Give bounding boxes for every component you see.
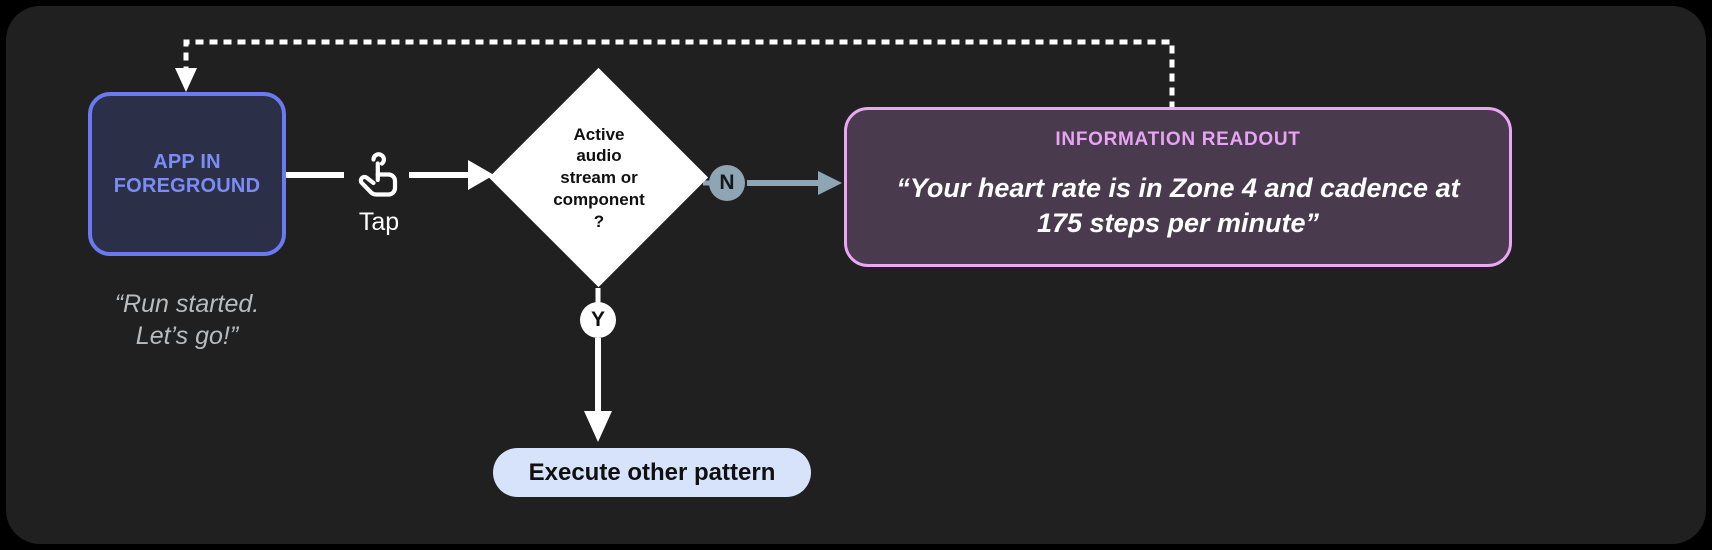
branch-badge-yes: Y (580, 302, 616, 338)
decision-line-5: ? (593, 211, 605, 231)
decision-label: Active audio stream or component ? (490, 69, 708, 287)
arrowhead-yes-to-execute (584, 411, 612, 442)
information-readout-title: INFORMATION READOUT (1055, 128, 1301, 150)
decision-line-1: Active (573, 124, 625, 144)
tap-gesture-icon (358, 152, 398, 197)
node-app-in-foreground[interactable]: APP IN FOREGROUND (88, 92, 286, 256)
node-decision-audio-stream[interactable]: Active audio stream or component ? (488, 67, 709, 288)
decision-line-2: audio (576, 146, 622, 166)
information-readout-body: “Your heart rate is in Zone 4 and cadenc… (874, 171, 1481, 241)
app-foreground-caption: “Run started. Let’s go!” (58, 288, 316, 352)
connector-layer (175, 39, 1175, 442)
app-in-foreground-label: APP IN FOREGROUND (113, 150, 261, 197)
readout-body-line-1: “Your heart rate is in Zone 4 and cadenc… (896, 172, 1460, 203)
node-execute-other-pattern[interactable]: Execute other pattern (493, 448, 811, 497)
tap-gesture-label: Tap (358, 208, 400, 236)
arrowhead-no-to-readout (818, 171, 842, 195)
caption-line-2: Let’s go!” (135, 322, 239, 350)
diagram-frame: APP IN FOREGROUND “Run started. Let’s go… (6, 6, 1706, 544)
branch-badge-no: N (709, 165, 745, 201)
caption-line-1: “Run started. (114, 290, 260, 318)
decision-line-4: component (553, 189, 645, 209)
arrowhead-back-to-app (175, 68, 197, 92)
decision-line-3: stream or (560, 168, 638, 188)
tap-gesture-group: Tap (342, 147, 416, 237)
node-information-readout[interactable]: INFORMATION READOUT “Your heart rate is … (844, 107, 1512, 267)
readout-body-line-2: 175 steps per minute” (1036, 208, 1320, 238)
